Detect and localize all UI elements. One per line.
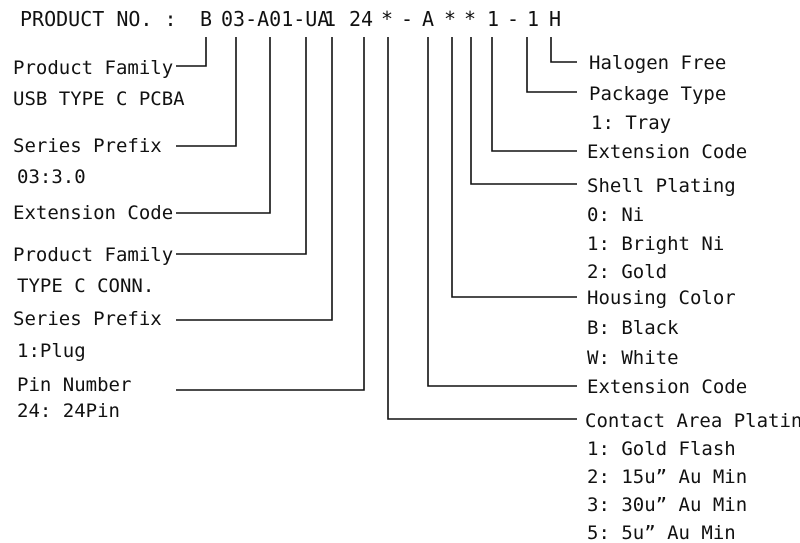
- leader-series-prefix-30: [176, 37, 237, 147]
- left-field-detail: 1:Plug: [17, 340, 86, 362]
- code-segment-pin-number: 24: [349, 7, 373, 31]
- code-segment-extension-a: A: [422, 7, 434, 31]
- code-segment-contact-plating: *: [381, 7, 393, 31]
- code-segment-halogen-free: H: [549, 7, 561, 31]
- leader-package-type: [526, 37, 577, 93]
- leader-extension-code-1: [491, 37, 577, 152]
- leader-contact-area-plating: [387, 37, 577, 420]
- code-segment-series: 03-A01-UA: [221, 7, 329, 31]
- leader-shell-plating: [470, 37, 577, 185]
- product-no-label: PRODUCT NO. :: [20, 7, 177, 31]
- right-field-title: Housing Color: [587, 287, 736, 309]
- right-field-detail: 3: 30u” Au Min: [587, 494, 747, 516]
- leader-product-family-conn: [176, 37, 307, 255]
- right-field-detail: W: White: [587, 347, 679, 369]
- right-field-title: Shell Plating: [587, 175, 736, 197]
- left-field-title: Pin Number: [17, 374, 131, 396]
- right-field-detail: 1: Bright Ni: [587, 233, 724, 255]
- leader-extension-code-a: [427, 37, 577, 387]
- leader-series-prefix-plug: [176, 37, 333, 321]
- right-field-title: Extension Code: [587, 141, 747, 163]
- right-field-title: Extension Code: [587, 376, 747, 398]
- leader-housing-color: [451, 37, 577, 298]
- code-segment-package-type: 1: [527, 7, 539, 31]
- leader-pin-number: [176, 37, 365, 391]
- leader-extension-code-left: [176, 37, 271, 214]
- right-field-detail: 1: Tray: [591, 112, 671, 134]
- leader-halogen-free: [550, 37, 577, 63]
- left-field-title: Extension Code: [13, 202, 173, 224]
- right-field-detail: 2: 15u” Au Min: [587, 466, 747, 488]
- left-field-title: Series Prefix: [13, 135, 162, 157]
- right-field-detail: 1: Gold Flash: [587, 438, 736, 460]
- right-field-detail: 5: 5u” Au Min: [587, 522, 736, 543]
- code-segment-b: B: [200, 7, 212, 31]
- left-field-title: Product Family: [13, 57, 173, 79]
- right-field-detail: 2: Gold: [587, 261, 667, 283]
- right-field-detail: B: Black: [587, 317, 679, 339]
- left-field-title: Series Prefix: [13, 308, 162, 330]
- left-field-detail: USB TYPE C PCBA: [13, 88, 185, 110]
- code-segment-dash-2: -: [507, 7, 519, 31]
- code-segment-shell-plating: *: [464, 7, 476, 31]
- right-field-title: Halogen Free: [589, 52, 726, 74]
- left-field-title: Product Family: [13, 244, 173, 266]
- code-segment-housing-color: *: [444, 7, 456, 31]
- right-field-title: Contact Area Plating: [585, 410, 800, 432]
- code-segment-series-prefix: 1: [324, 7, 336, 31]
- left-field-detail: 24: 24Pin: [17, 400, 120, 422]
- right-field-detail: 0: Ni: [587, 204, 644, 226]
- leader-product-family-pcba: [176, 37, 207, 67]
- right-field-title: Package Type: [589, 83, 726, 105]
- code-segment-extension-1: 1: [487, 7, 499, 31]
- left-field-detail: 03:3.0: [17, 166, 86, 188]
- left-field-detail: TYPE C CONN.: [17, 275, 154, 297]
- code-segment-dash-1: -: [401, 7, 413, 31]
